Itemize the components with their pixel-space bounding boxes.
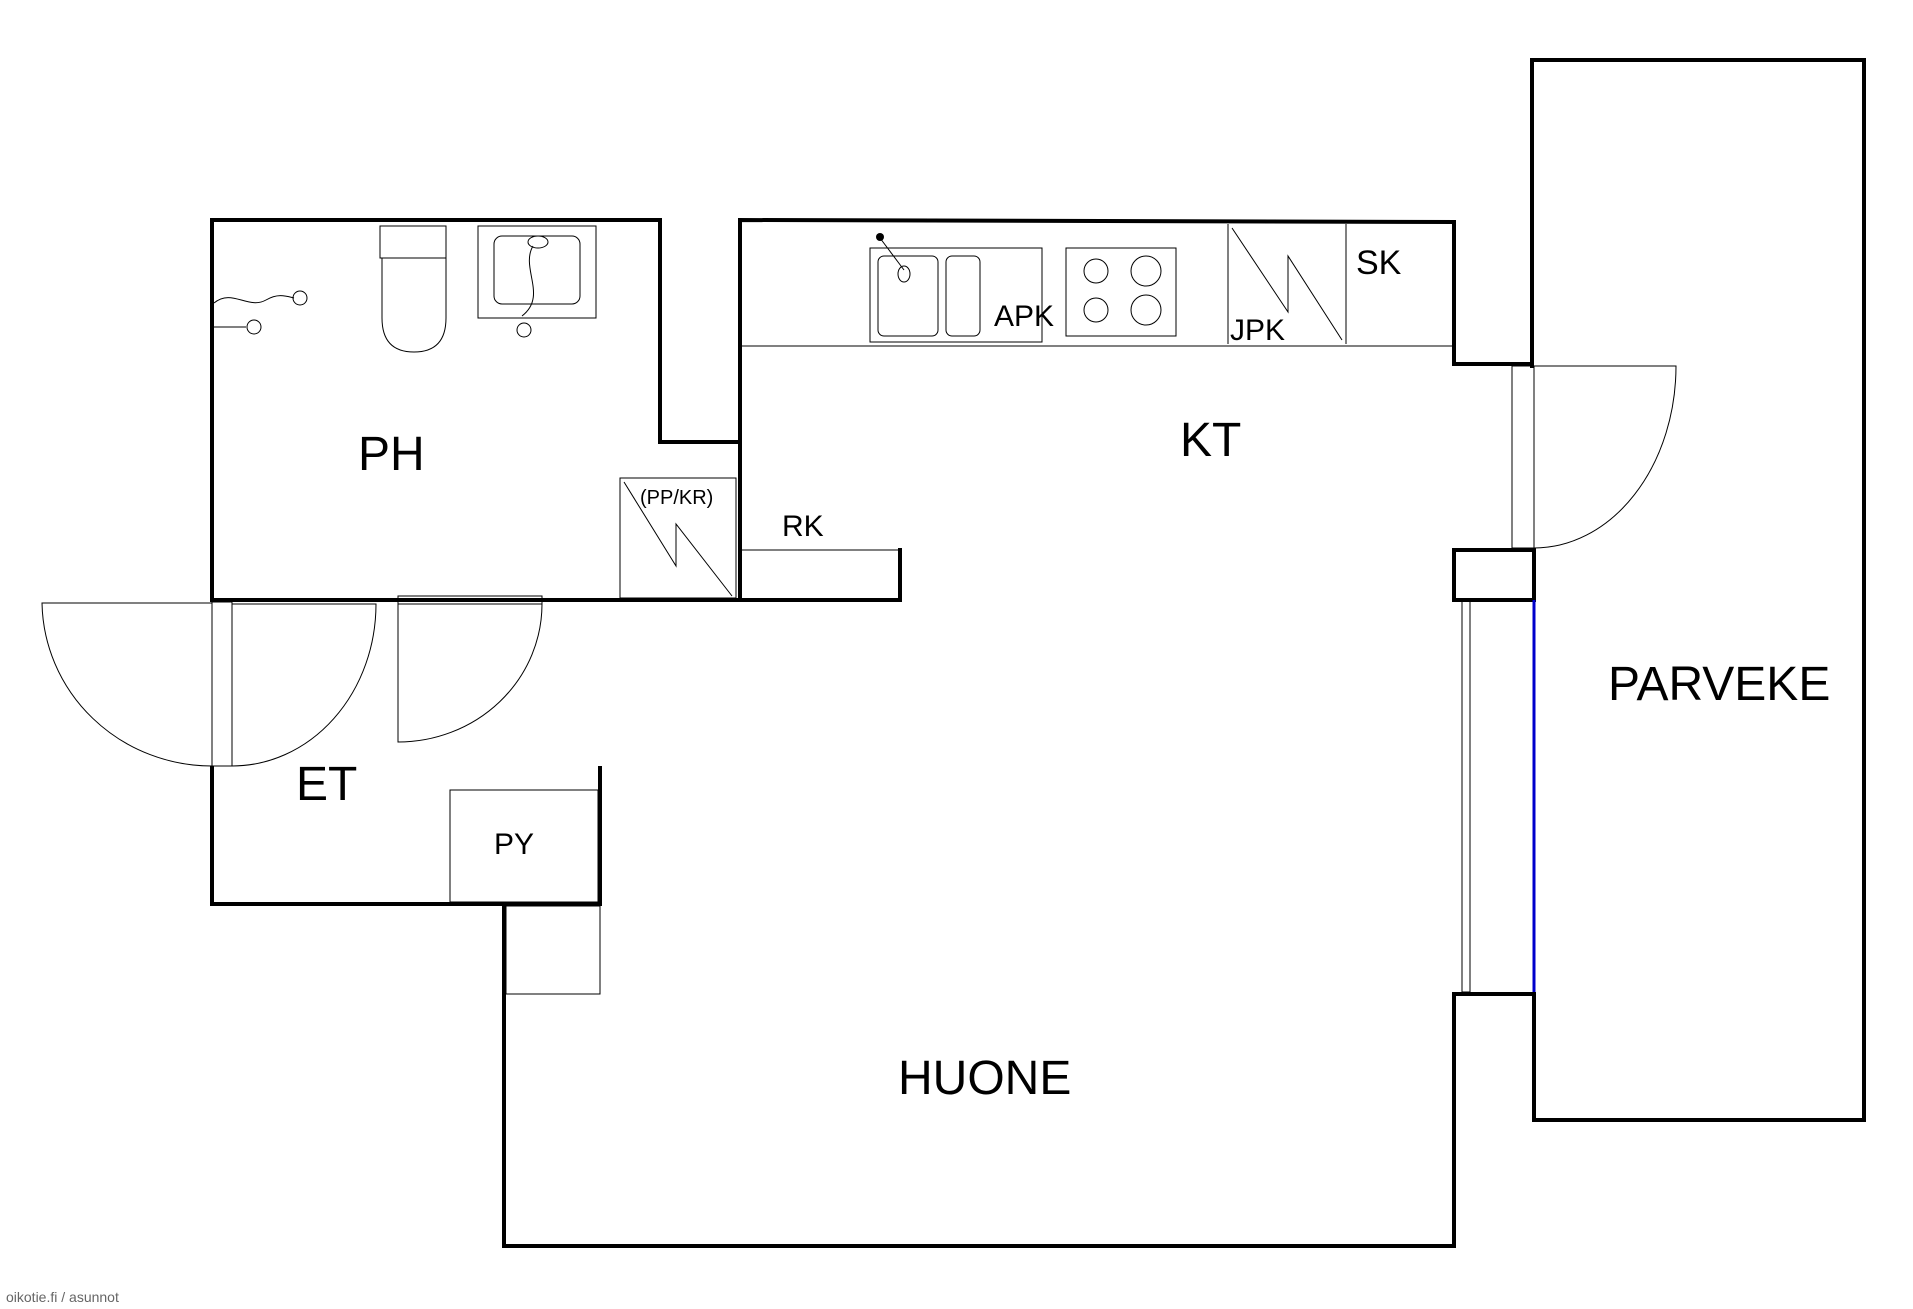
entrance-door-icon — [41, 602, 213, 767]
label-et: ET — [296, 758, 357, 811]
washbasin-icon — [477, 225, 597, 338]
balcony — [1530, 58, 1866, 1122]
sink-icon — [869, 233, 1043, 343]
label-sk: SK — [1356, 244, 1402, 282]
shower-icon — [213, 290, 308, 335]
label-pp-kr: (PP/KR) — [640, 487, 713, 509]
label-jpk: JPK — [1230, 314, 1285, 347]
label-parveke: PARVEKE — [1608, 658, 1830, 711]
label-huone: HUONE — [898, 1052, 1071, 1105]
fridge-freezer-icon — [1227, 224, 1347, 344]
closet-pp-kr — [619, 477, 737, 599]
bathroom — [210, 218, 742, 602]
entrance-hall — [41, 595, 602, 906]
label-ph: PH — [358, 428, 425, 481]
watermark: oikotie.fi / asunnot — [6, 1289, 119, 1305]
toilet-icon — [379, 225, 447, 353]
stove-icon — [1065, 247, 1177, 337]
label-py: PY — [494, 828, 534, 861]
label-kt: KT — [1180, 414, 1241, 467]
balcony-door-icon — [1511, 365, 1677, 549]
wardrobe-py — [449, 789, 599, 903]
hall-door-icon — [231, 603, 377, 767]
label-apk: APK — [994, 300, 1054, 333]
label-rk: RK — [782, 510, 824, 543]
main-room — [502, 365, 1677, 1248]
kitchen — [738, 217, 1534, 602]
bathroom-door-icon — [397, 603, 543, 743]
